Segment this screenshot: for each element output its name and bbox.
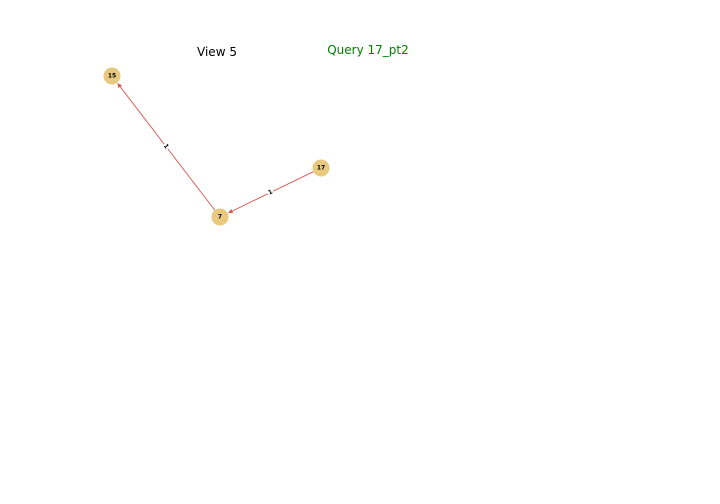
node-7: 7 bbox=[211, 208, 229, 226]
edges-layer: 11 bbox=[117, 83, 314, 214]
node-17: 17 bbox=[312, 159, 330, 177]
query-title: Query 17_pt2 bbox=[327, 43, 409, 57]
node-circle bbox=[312, 159, 330, 177]
node-circle bbox=[103, 67, 121, 85]
view-title: View 5 bbox=[197, 45, 237, 59]
node-15: 15 bbox=[103, 67, 121, 85]
node-label: 17 bbox=[317, 165, 325, 172]
nodes-layer: 15 7 17 bbox=[103, 67, 330, 226]
node-circle bbox=[211, 208, 229, 226]
edge-label-bg bbox=[266, 188, 275, 197]
edge-label-bg bbox=[161, 141, 171, 152]
edge-label: 1 bbox=[267, 188, 274, 196]
node-label: 15 bbox=[108, 73, 116, 80]
edge-label: 1 bbox=[162, 143, 170, 151]
node-label: 7 bbox=[218, 214, 222, 221]
